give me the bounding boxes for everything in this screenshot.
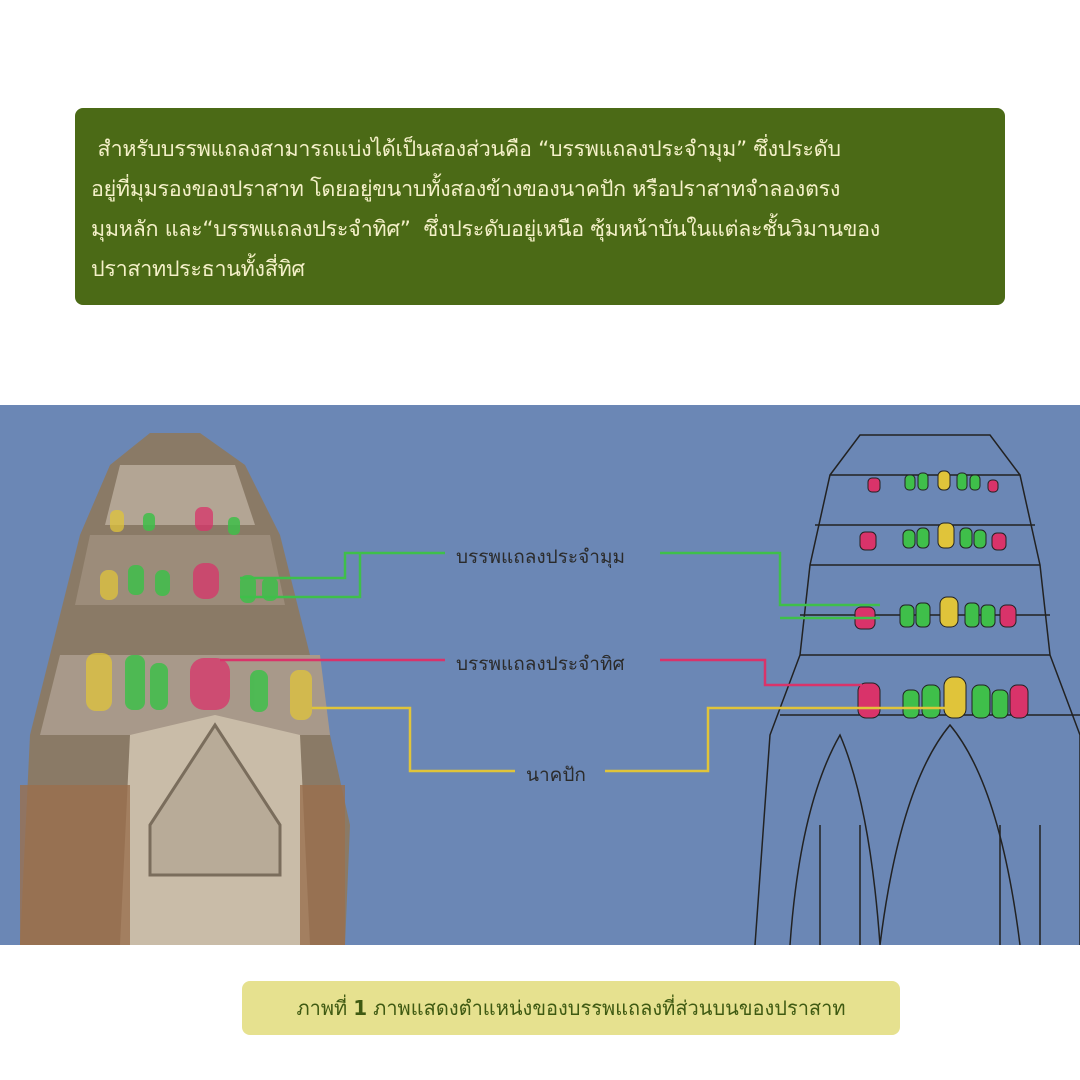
label-direction-pediment: บรรพแถลงประจำทิศ <box>450 649 631 679</box>
label-corner-pediment: บรรพแถลงประจำมุม <box>450 542 631 572</box>
drawing-niches <box>854 470 1029 719</box>
caption-number: 1 <box>353 996 368 1020</box>
direction-leader-line-right <box>660 658 862 687</box>
intro-line: มุมหลัก และ“บรรพแถลงประจำทิศ” ซึ่งประดับ… <box>91 217 880 242</box>
intro-text-box: สำหรับบรรพแถลงสามารถแบ่งได้เป็นสองส่วนคื… <box>75 108 1005 305</box>
figure-caption: ภาพที่ 1 ภาพแสดงตำแหน่งของบรรพแถลงที่ส่ว… <box>242 981 900 1035</box>
intro-line: ปราสาทประธานทั้งสี่ทิศ <box>91 257 305 282</box>
temple-diagram-figure: บรรพแถลงประจำมุม บรรพแถลงประจำทิศ นาคปัก <box>0 405 1080 945</box>
label-naga: นาคปัก <box>520 760 592 790</box>
caption-prefix: ภาพที่ <box>296 996 348 1020</box>
caption-text: ภาพแสดงตำแหน่งของบรรพแถลงที่ส่วนบนของปรา… <box>373 996 846 1020</box>
corner-leader-line-left <box>240 551 445 599</box>
naga-leader-line-left <box>312 706 515 773</box>
corner-leader-line-right <box>660 551 880 620</box>
intro-line: อยู่ที่มุมรองของปราสาท โดยอยู่ขนาบทั้งสอ… <box>91 177 841 202</box>
temple-line-drawing <box>754 434 1080 945</box>
temple-illustration <box>20 433 1080 945</box>
temple-photo <box>20 433 350 945</box>
intro-line: สำหรับบรรพแถลงสามารถแบ่งได้เป็นสองส่วนคื… <box>91 137 841 162</box>
naga-leader-line-right <box>605 706 955 773</box>
